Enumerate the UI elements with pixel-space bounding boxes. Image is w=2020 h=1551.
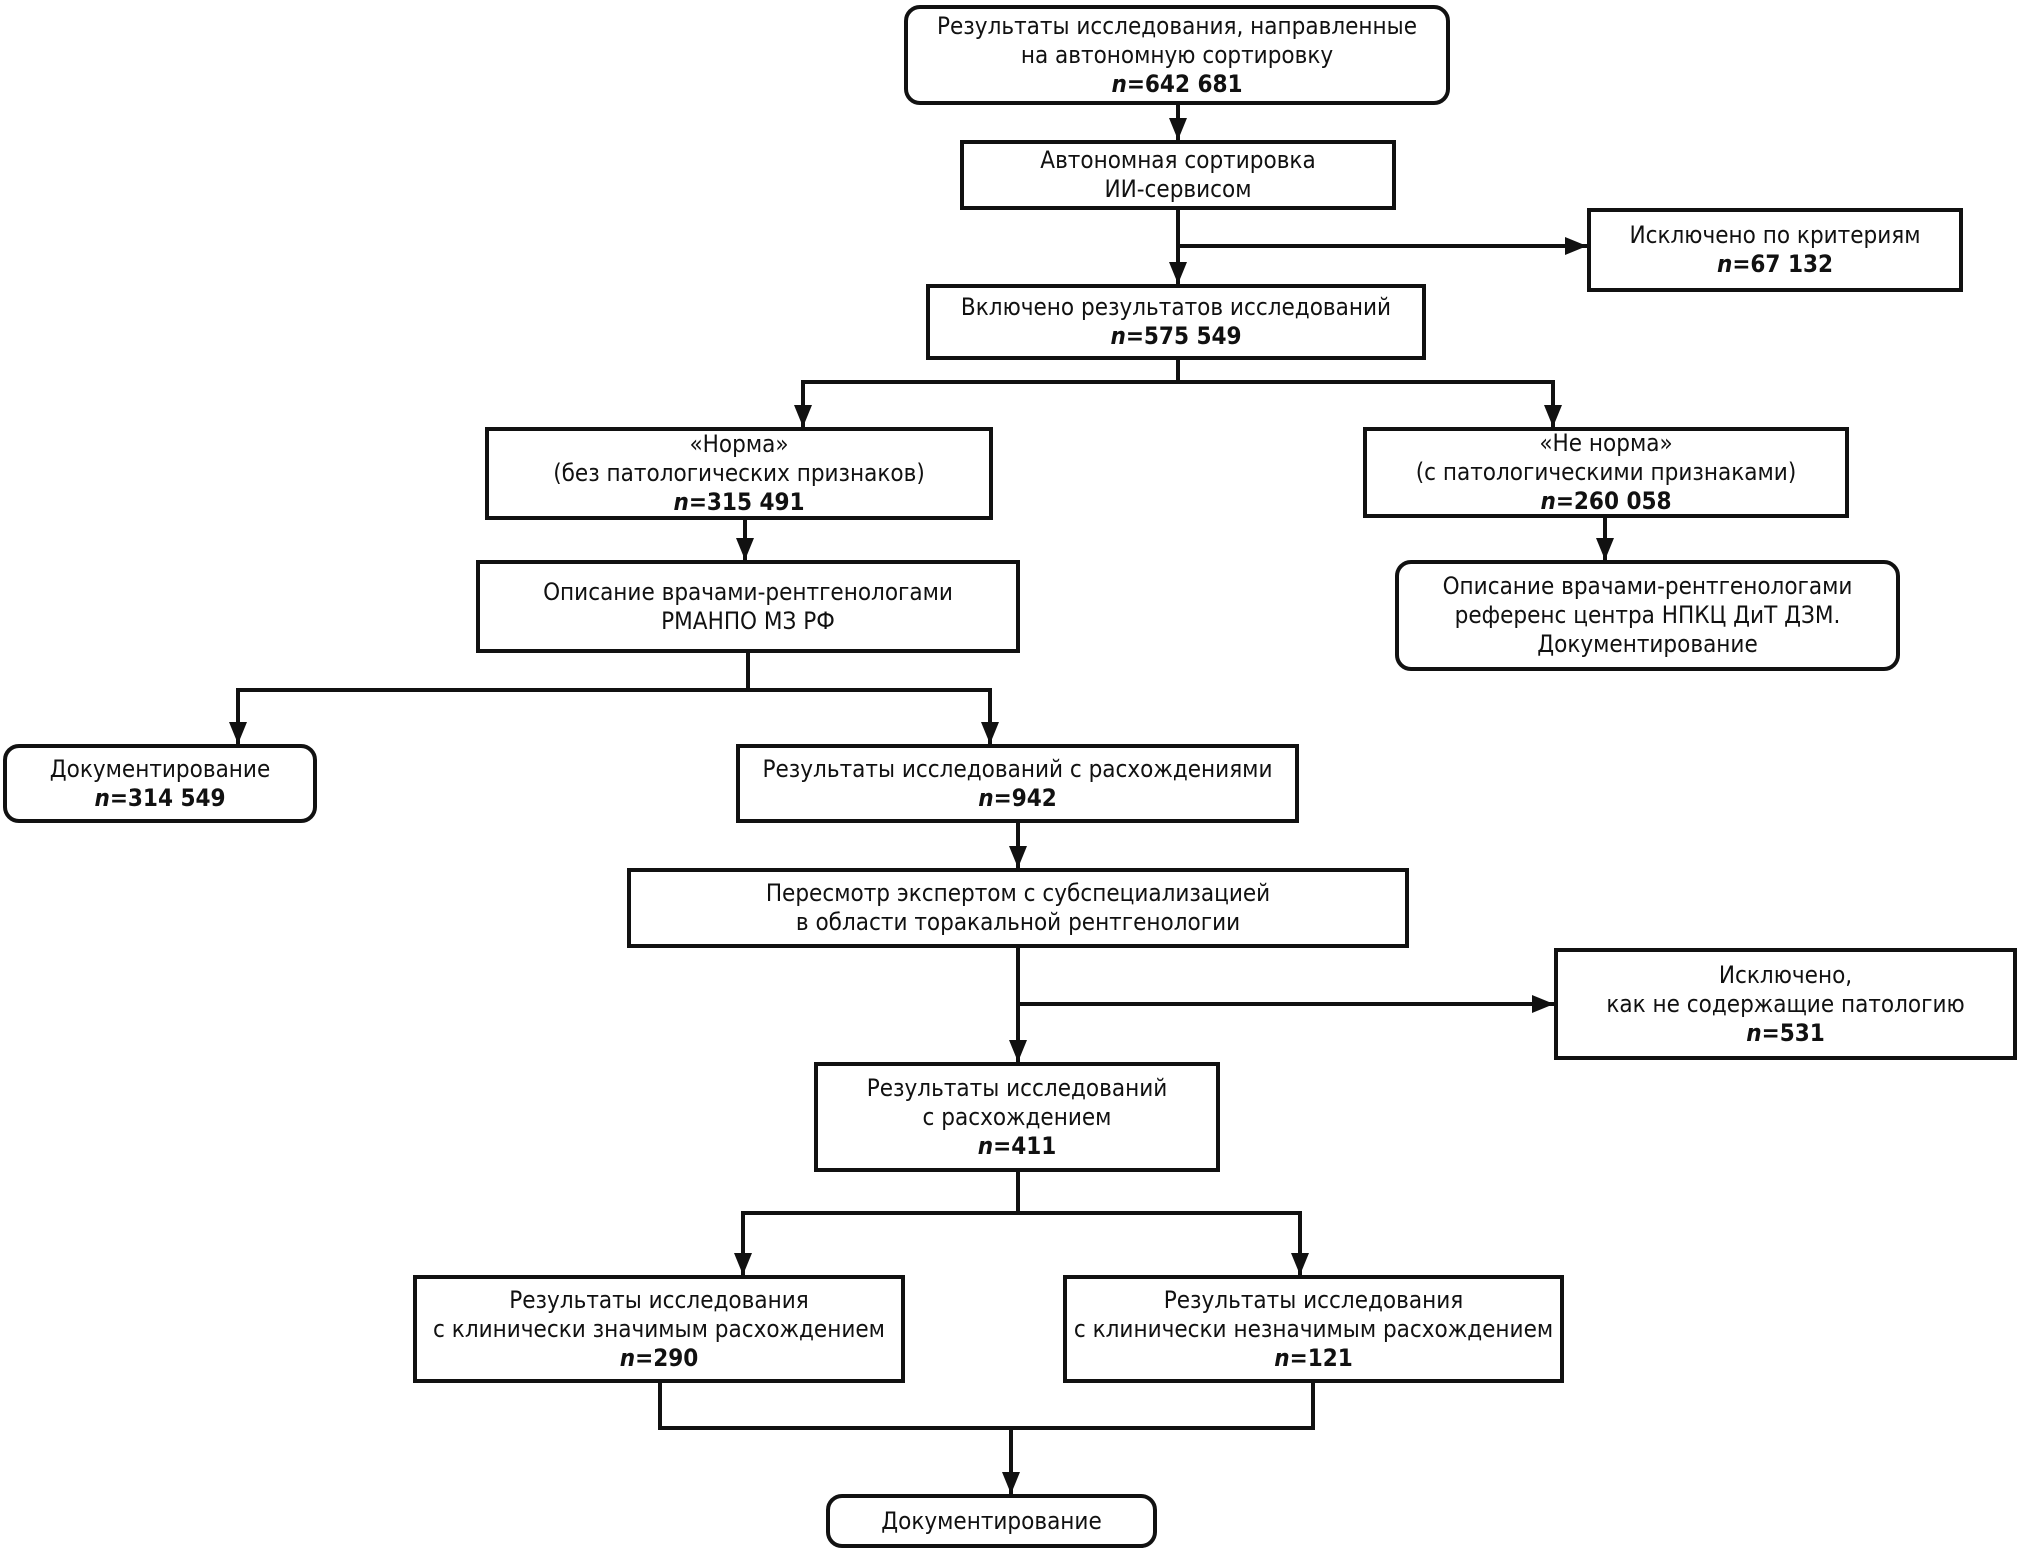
box-text-line: референс центра НПКЦ ДиТ ДЗМ. (1454, 601, 1841, 629)
box-text-line: Автономная сортировка (1040, 146, 1316, 174)
count-n-symbol: n (1716, 250, 1733, 278)
box-excluded-no-pathology: Исключено, как не содержащие патологию n… (1554, 948, 2017, 1060)
box-count: n=121 (1274, 1344, 1353, 1373)
box-text-line: Пересмотр экспертом с субспециализацией (765, 879, 1271, 907)
box-text-line: с клинически незначимым расхождением (1073, 1314, 1554, 1343)
count-n-symbol: n (1540, 487, 1556, 515)
count-value: =67 132 (1732, 250, 1834, 278)
box-text-line: РМАНПО МЗ РФ (661, 606, 835, 635)
box-text-line: Документирование (1537, 630, 1758, 658)
box-included: Включено результатов исследований n=575 … (926, 284, 1426, 360)
box-text-line: «Не норма» (1539, 429, 1673, 457)
box-text-line: Включено результатов исследований (960, 293, 1392, 321)
box-text-line: Результаты исследований с расхождениями (762, 754, 1273, 783)
box-excluded-by-criteria: Исключено по критериям n=67 132 (1587, 208, 1963, 292)
box-text-line: Результаты исследования (509, 1285, 809, 1314)
count-value: =942 (993, 783, 1057, 812)
count-value: =642 681 (1126, 69, 1243, 98)
box-ai-sorting: Автономная сортировка ИИ-сервисом (960, 140, 1396, 210)
box-norm: «Норма» (без патологических признаков) n… (485, 427, 993, 520)
count-value: =121 (1289, 1343, 1353, 1372)
count-value: =411 (993, 1131, 1057, 1160)
count-n-symbol: n (673, 488, 689, 516)
box-count: n=642 681 (1111, 70, 1242, 99)
box-text-line: Результаты исследования, направленные (937, 11, 1417, 40)
box-documenting-1: Документирование n=314 549 (3, 744, 317, 823)
box-discrepancy: Результаты исследований с расхождением n… (814, 1062, 1220, 1172)
box-count: n=942 (978, 784, 1057, 813)
count-n-symbol: n (94, 783, 110, 812)
count-value: =290 (635, 1343, 699, 1372)
box-count: n=315 491 (673, 488, 804, 517)
box-count: n=290 (620, 1344, 699, 1373)
count-value: =575 549 (1125, 322, 1242, 350)
count-n-symbol: n (1746, 1018, 1762, 1047)
box-text-line: «Норма» (689, 430, 789, 458)
box-text-line: Описание врачами-рентгенологами (1442, 572, 1853, 600)
count-n-symbol: n (1274, 1343, 1290, 1372)
box-text-line: Описание врачами-рентгенологами (543, 577, 953, 606)
box-text-line: Результаты исследований (866, 1073, 1168, 1102)
box-rmanpo-description: Описание врачами-рентгенологами РМАНПО М… (476, 560, 1020, 653)
box-text-line: в области торакальной рентгенологии (795, 908, 1241, 936)
box-count: n=411 (978, 1132, 1057, 1161)
box-count: n=260 058 (1540, 487, 1671, 516)
count-value: =314 549 (109, 783, 226, 812)
box-documenting-2: Документирование (826, 1494, 1157, 1548)
box-clinically-significant: Результаты исследования с клинически зна… (413, 1275, 905, 1383)
count-value: =315 491 (688, 488, 805, 516)
box-text-line: с расхождением (922, 1102, 1112, 1131)
box-text-line: Результаты исследования (1163, 1285, 1464, 1314)
box-count: n=67 132 (1717, 250, 1833, 279)
box-text-line: (без патологических признаков) (553, 459, 925, 487)
count-n-symbol: n (619, 1343, 636, 1372)
box-discrepancies: Результаты исследований с расхождениями … (736, 744, 1299, 823)
box-clinically-insignificant: Результаты исследования с клинически нез… (1063, 1275, 1564, 1383)
box-text-line: Исключено по критериям (1629, 221, 1921, 249)
count-value: =531 (1761, 1018, 1825, 1047)
box-text-line: с клинически значимым расхождением (433, 1314, 885, 1343)
count-n-symbol: n (1110, 322, 1126, 350)
box-count: n=575 549 (1110, 322, 1241, 351)
box-text-line: как не содержащие патологию (1606, 989, 1965, 1018)
box-count: n=314 549 (94, 784, 225, 813)
box-text-line: ИИ-сервисом (1104, 175, 1252, 203)
box-text-line: Документирование (881, 1506, 1102, 1535)
box-count: n=531 (1746, 1019, 1825, 1048)
box-text-line: Исключено, (1718, 960, 1853, 989)
count-value: =260 058 (1555, 487, 1672, 515)
box-text-line: на автономную сортировку (1020, 40, 1334, 69)
box-expert-review: Пересмотр экспертом с субспециализацией … (627, 868, 1409, 948)
count-n-symbol: n (1111, 69, 1127, 98)
box-sent-to-sorting: Результаты исследования, направленные на… (904, 5, 1450, 105)
box-text-line: (с патологическими признаками) (1415, 458, 1797, 486)
box-not-norm: «Не норма» (с патологическими признаками… (1363, 427, 1849, 518)
box-text-line: Документирование (49, 754, 271, 783)
count-n-symbol: n (977, 1131, 994, 1160)
box-reference-center-description: Описание врачами-рентгенологами референс… (1395, 560, 1900, 671)
count-n-symbol: n (978, 783, 994, 812)
